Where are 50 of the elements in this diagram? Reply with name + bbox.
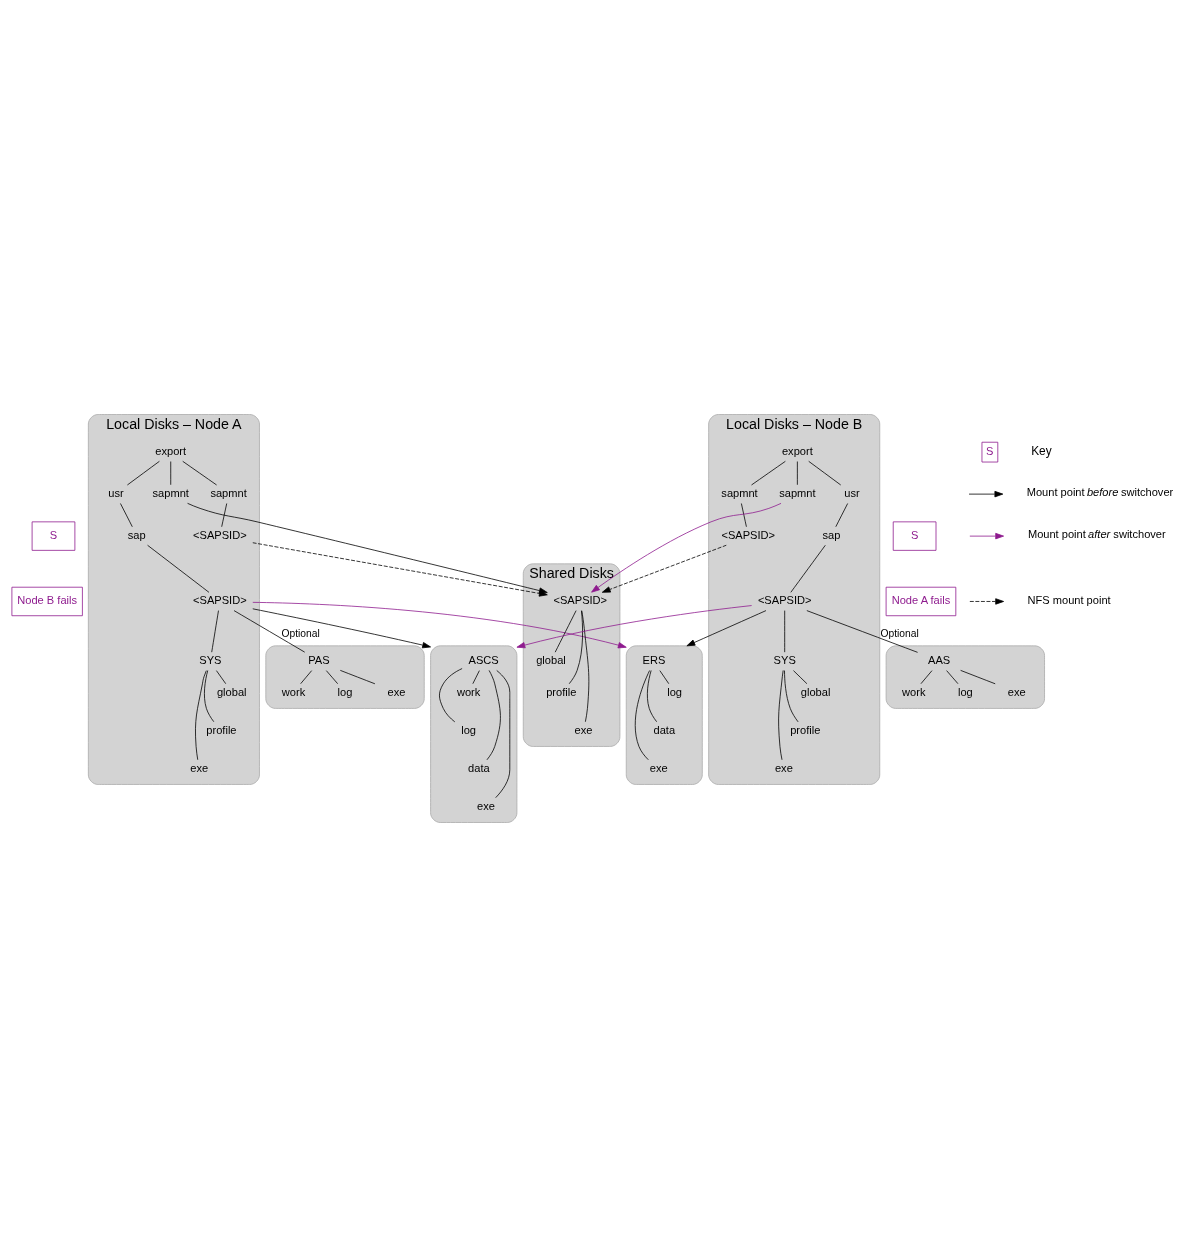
node-text: sapmnt	[779, 487, 816, 500]
node-text: data	[653, 723, 676, 736]
node-text: log	[957, 685, 973, 698]
node-text: export	[781, 445, 813, 458]
node-text: exe	[649, 761, 668, 774]
edge-label: Optional	[880, 627, 919, 639]
label: Key	[1031, 443, 1052, 458]
legend-label: Mount point before switchover	[1026, 486, 1174, 499]
node-text: exe	[1007, 685, 1026, 698]
node-text: sap	[822, 529, 841, 542]
node-text: data	[468, 761, 490, 774]
node-text: <SAPSID>	[721, 529, 776, 542]
node-text: SYS	[773, 654, 796, 667]
label: S	[985, 445, 994, 458]
node-text: log	[461, 723, 477, 736]
node-text: sapmnt	[152, 487, 189, 500]
node-text: profile	[206, 723, 237, 736]
legend-label: Mount point after switchover	[1027, 528, 1166, 541]
node-text: usr	[108, 487, 124, 500]
node-text: global	[536, 654, 566, 667]
node-text: exe	[574, 723, 593, 736]
node-text: <SAPSID>	[193, 594, 247, 607]
node-text: exe	[387, 685, 406, 698]
node-text: exe	[190, 761, 209, 774]
node-text: work	[281, 685, 306, 698]
node-text: log	[667, 685, 682, 698]
node-text: <SAPSID>	[757, 594, 812, 607]
node-text: exe	[477, 799, 495, 812]
node-text: export	[155, 445, 187, 458]
node-text: ASCS	[468, 654, 499, 667]
node-text: SYS	[199, 654, 222, 667]
node-text: work	[456, 685, 481, 698]
node-text: sapmnt	[210, 487, 247, 500]
node-text: PAS	[308, 654, 330, 667]
node-text: usr	[844, 487, 860, 500]
node-text: ERS	[642, 654, 666, 667]
node-text: sapmnt	[721, 487, 758, 500]
node-text: work	[902, 685, 926, 698]
node-text: profile	[790, 723, 821, 736]
node-text: global	[216, 685, 247, 698]
legend-label: NFS mount point	[1027, 594, 1111, 607]
node-text: global	[800, 685, 831, 698]
node-text: exe	[774, 761, 793, 774]
node-text: <SAPSID>	[193, 529, 247, 542]
node-text: sap	[127, 529, 146, 542]
node-text: log	[337, 685, 353, 698]
node-text: AAS	[928, 654, 951, 667]
node-text: profile	[546, 685, 577, 698]
edge-label: Optional	[281, 627, 320, 639]
node-text: <SAPSID>	[553, 594, 608, 607]
